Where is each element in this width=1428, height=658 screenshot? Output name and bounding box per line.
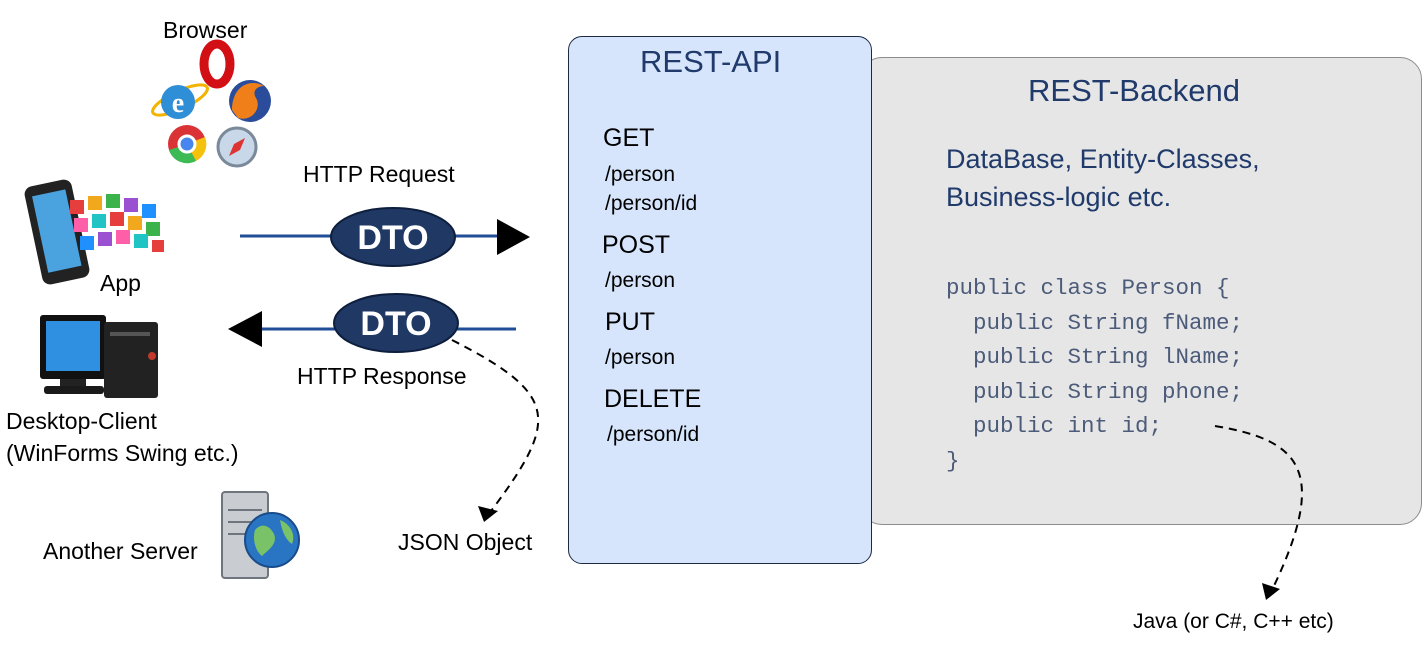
rest-api-title: REST-API [640, 44, 782, 79]
safari-icon [216, 126, 258, 168]
dto-response-oval [333, 293, 459, 353]
endpoint-method-get: GET [603, 124, 655, 152]
code-line: public int id; [946, 413, 1163, 439]
endpoint-path: /person [605, 346, 676, 369]
http-request-label: HTTP Request [303, 161, 455, 187]
backend-description-line1: DataBase, Entity-Classes, [946, 144, 1260, 174]
browser-label: Browser [163, 17, 248, 43]
endpoint-path: /person/id [607, 423, 700, 446]
code-line: public String fName; [946, 309, 1244, 336]
json-arrowhead [478, 506, 498, 522]
dto-request-oval [330, 207, 456, 267]
json-dashed-connector [451, 339, 540, 516]
svg-text:e: e [172, 88, 184, 119]
language-label: Java (or C#, C++ etc) [1133, 610, 1334, 633]
chrome-icon [168, 125, 207, 164]
internet-explorer-icon: e [151, 83, 209, 119]
endpoint-method-post: POST [602, 231, 671, 259]
http-response-label: HTTP Response [297, 363, 467, 389]
opera-icon [199, 39, 235, 89]
app-label: App [100, 270, 141, 296]
endpoint-path: /person [605, 269, 676, 292]
desktop-client-label: Desktop-Client [6, 408, 157, 434]
rest-backend-title: REST-Backend [1028, 73, 1240, 108]
dto-response-label: DTO [360, 305, 431, 343]
person-class-code: public class Person { public String fNam… [946, 271, 1243, 478]
language-arrowhead [1262, 583, 1280, 600]
language-dashed-connector [1214, 425, 1303, 591]
another-server-label: Another Server [43, 538, 198, 564]
dto-request-label: DTO [357, 219, 428, 257]
code-line: } [946, 447, 960, 474]
endpoint-method-delete: DELETE [604, 385, 702, 413]
server-globe-icon [221, 491, 300, 579]
desktop-computer-icon [40, 315, 158, 398]
rest-backend-panel [860, 57, 1422, 525]
endpoint-method-put: PUT [605, 308, 655, 336]
desktop-client-sublabel: (WinForms Swing etc.) [6, 440, 239, 466]
backend-description-line2: Business-logic etc. [946, 182, 1172, 212]
code-line: public String lName; [946, 344, 1244, 370]
endpoint-path: /person [605, 163, 676, 186]
response-arrowhead [228, 311, 262, 347]
smartphone-apps-icon [24, 179, 164, 285]
endpoint-path: /person/id [605, 192, 698, 215]
firefox-icon [229, 80, 271, 122]
request-arrowhead [497, 219, 530, 255]
rest-api-panel [568, 36, 872, 564]
json-object-label: JSON Object [398, 529, 533, 555]
code-line: public class Person { [946, 275, 1230, 301]
code-line: public String phone; [946, 378, 1244, 405]
